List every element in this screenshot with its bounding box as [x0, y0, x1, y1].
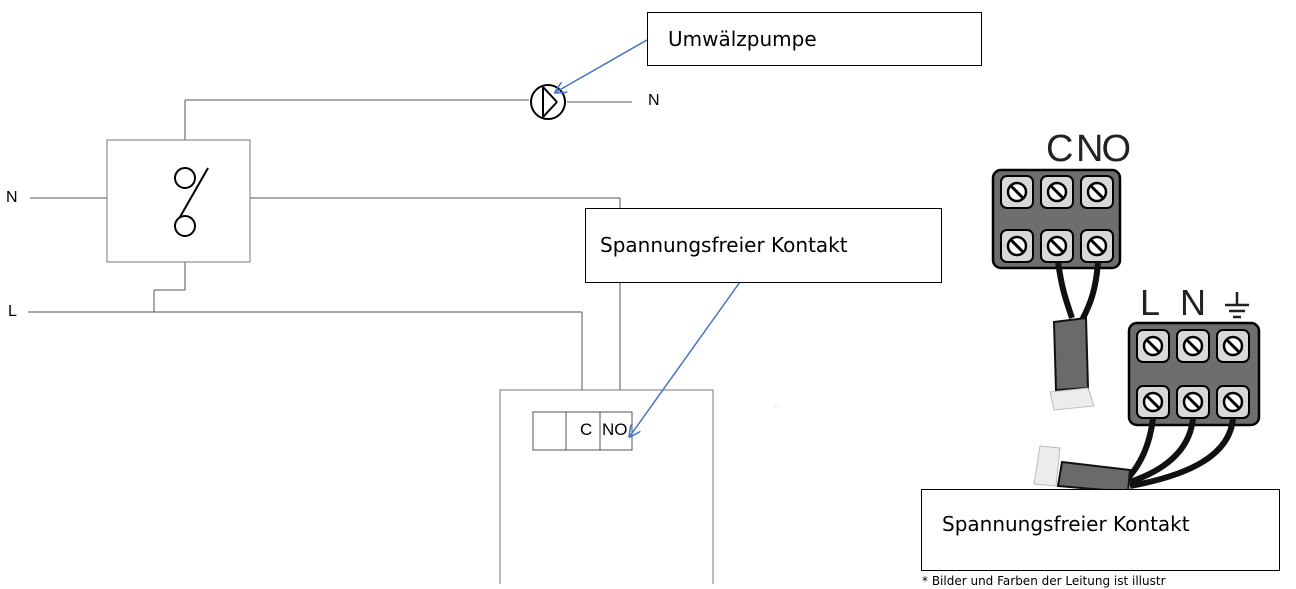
pump-callout-text: Umwälzpumpe [668, 27, 817, 51]
block-bottom-n-label: N [1180, 282, 1206, 323]
device-terminal-strip [532, 411, 633, 451]
contact-callout-left-text: Spannungsfreier Kontakt [600, 233, 848, 257]
device-terminal-no-label: NO [602, 420, 628, 439]
svg-text:': ' [775, 404, 777, 415]
switch-box [106, 139, 251, 263]
contact-callout-left: Spannungsfreier Kontakt [585, 208, 942, 283]
terminal-block-bottom [1127, 321, 1261, 427]
switch-symbol [174, 167, 209, 237]
footnote: * Bilder und Farben der Leitung ist illu… [922, 574, 1166, 588]
block-top-c-label: C [1046, 128, 1073, 170]
block-bottom-l-label: L [1140, 282, 1161, 323]
neutral-label: N [6, 189, 18, 206]
contact-callout-right: Spannungsfreier Kontakt [921, 489, 1280, 571]
live-label: L [8, 303, 17, 320]
device-terminal-c-label: C [580, 420, 593, 439]
pump-callout-arrow [556, 39, 648, 92]
pump-neutral-label: N [648, 92, 660, 109]
pump-icon [530, 84, 566, 120]
power-cable [1033, 417, 1236, 494]
terminal-block-top [991, 168, 1122, 270]
ground-icon [1225, 292, 1249, 319]
contact-callout-right-text: Spannungsfreier Kontakt [942, 512, 1190, 536]
pump-callout: Umwälzpumpe [647, 12, 982, 66]
block-top-no-label: NO [1076, 128, 1131, 170]
signal-cable [1049, 261, 1101, 411]
contact-callout-arrow [630, 281, 741, 436]
